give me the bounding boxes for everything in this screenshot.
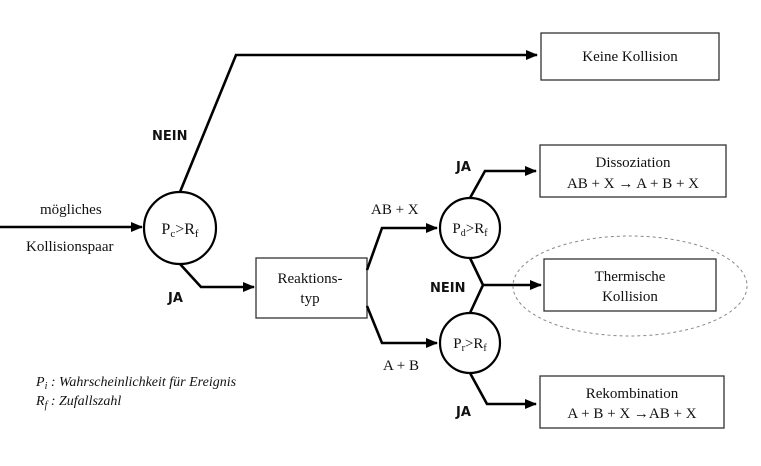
ab-x-branch-line [365, 223, 438, 271]
ja-left-label: JA [167, 291, 183, 306]
dissoziation-label-line1: Dissoziation [596, 155, 671, 171]
keine-kollision-label: Keine Kollision [582, 49, 678, 65]
reaktionstyp-label-line1: Reaktions- [278, 271, 343, 287]
ja-top-right-label: JA [455, 160, 471, 175]
legend-line2: Rf : Zufallszahl [35, 394, 121, 411]
a-b-label: A + B [383, 358, 419, 374]
thermische-label-line2: Kollision [602, 289, 658, 305]
rekombination-label-line2: A + B + X →AB + X [567, 406, 696, 422]
decision-node-pc-label: Pc>Rf [161, 221, 199, 240]
ja-rekombination-line [468, 372, 537, 409]
rekombination-label-line1: Rekombination [586, 386, 679, 402]
dissoziation-box [539, 144, 727, 198]
dissoziation-label-line2: AB + X → A + B + X [567, 176, 699, 192]
nein-top-label: NEIN [152, 129, 187, 144]
thermische-kollision-box [543, 258, 717, 312]
input-label-line1: mögliches [40, 202, 102, 218]
ja-dissoziation-line [468, 166, 537, 199]
nein-branch-line [178, 50, 538, 193]
highlight-ellipse [512, 235, 748, 337]
reaktionstyp-label-line2: typ [300, 291, 319, 307]
ja-branch-line [179, 263, 255, 292]
a-b-branch-line [365, 305, 438, 348]
nein-merge-line [468, 257, 485, 314]
legend-line1: Pi : Wahrscheinlichkeit für Ereignis [35, 375, 237, 392]
input-label-line2: Kollisionspaar [26, 239, 114, 255]
reaktionstyp-box [255, 257, 368, 319]
ab-x-label: AB + X [371, 202, 419, 218]
nein-mid-label: NEIN [430, 281, 465, 296]
keine-kollision-box [540, 32, 720, 81]
thermische-label-line1: Thermische [595, 269, 666, 285]
rekombination-box [539, 375, 725, 429]
ja-bottom-label: JA [455, 405, 471, 420]
decision-node-pd-label: Pd>Rf [452, 221, 488, 239]
decision-node-pr-label: Pr>Rf [453, 336, 487, 354]
